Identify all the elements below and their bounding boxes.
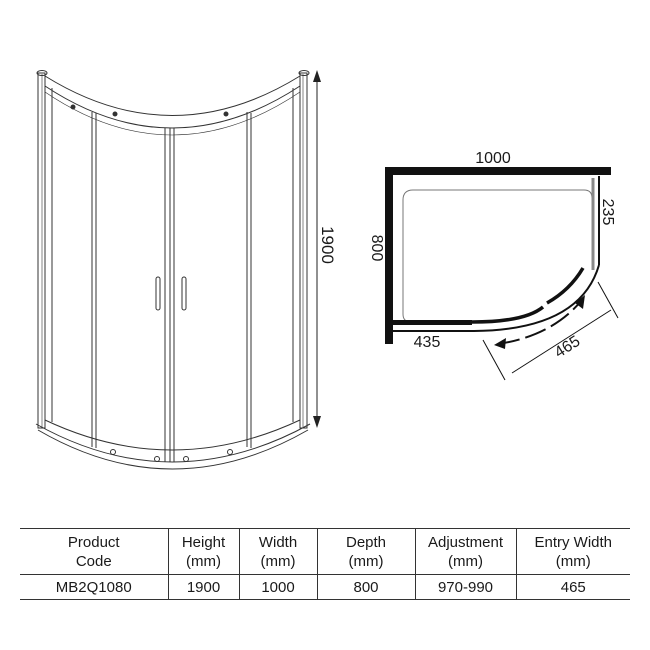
enclosure-elevation: [35, 70, 311, 470]
header-adjustment: Adjustment(mm): [414, 528, 517, 575]
height-dimension: 1900: [313, 70, 337, 428]
cell-depth: 800: [316, 574, 416, 600]
cell-height: 1900: [167, 574, 240, 600]
technical-drawing: 1900 1000 800 235 435 465: [35, 70, 619, 470]
return-label: 235: [599, 199, 616, 226]
table-row: MB2Q1080 1900 1000 800 970-990 465: [20, 574, 630, 600]
header-depth: Depth(mm): [316, 528, 416, 575]
header-width: Width(mm): [238, 528, 318, 575]
cell-adjustment: 970-990: [414, 574, 517, 600]
header-height: Height(mm): [167, 528, 240, 575]
entry-label: 465: [552, 333, 584, 362]
enclosure-plan: [385, 167, 619, 381]
height-label: 1900: [318, 226, 337, 264]
header-entry-width: Entry Width(mm): [515, 528, 630, 575]
cell-width: 1000: [238, 574, 318, 600]
side-label: 435: [414, 334, 441, 351]
width-label: 1000: [475, 150, 511, 167]
cell-entry-width: 465: [515, 574, 630, 600]
cell-product-code: MB2Q1080: [20, 574, 169, 600]
depth-label: 800: [368, 235, 385, 262]
